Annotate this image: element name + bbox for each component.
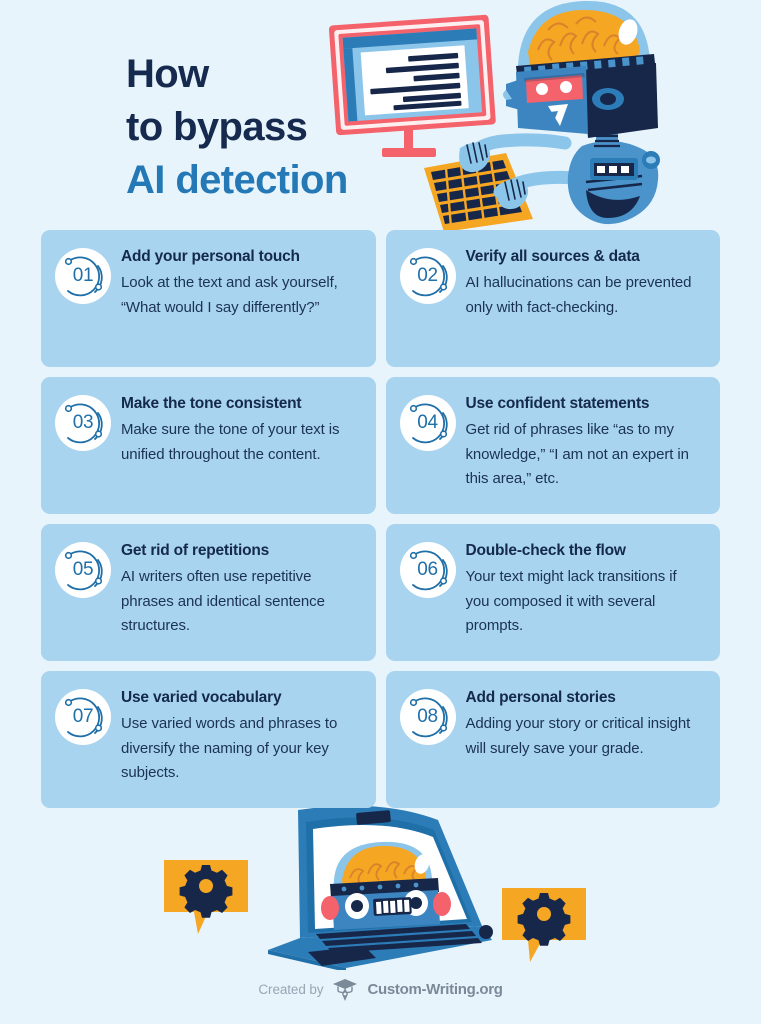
badge-number-text: 02 xyxy=(417,265,438,286)
number-badge-02: 02 xyxy=(399,248,456,304)
badge-number-text: 06 xyxy=(417,559,438,580)
tip-card-text: Use varied vocabulary Use varied words a… xyxy=(121,687,360,785)
tip-card-text: Make the tone consistent Make sure the t… xyxy=(121,393,360,467)
robot-head-with-brain-icon xyxy=(503,0,658,138)
graduation-cap-pen-icon xyxy=(332,976,358,1002)
robot-face-on-screen-icon xyxy=(321,841,451,930)
laptop-icon xyxy=(268,805,493,972)
footer-illustration xyxy=(150,800,610,972)
badge-number-text: 04 xyxy=(417,412,438,433)
tip-card-text: Double-check the flow Your text might la… xyxy=(466,540,705,638)
tip-card-text: Verify all sources & data AI hallucinati… xyxy=(466,246,705,320)
tip-card-body: Use varied words and phrases to diversif… xyxy=(121,715,338,781)
orbit-ring-icon xyxy=(409,697,448,738)
robot-typing-at-monitor-icon xyxy=(328,0,660,232)
tips-card-grid: 01 Add your personal touch Look at the t… xyxy=(41,230,720,808)
tip-card-body: Look at the text and ask yourself, “What… xyxy=(121,274,338,316)
desktop-monitor-icon xyxy=(328,14,496,157)
robot-torso-icon xyxy=(567,132,660,225)
brand-name: Custom-Writing.org xyxy=(367,980,503,998)
orbit-ring-icon xyxy=(409,403,448,444)
orbit-ring-icon xyxy=(409,256,448,297)
tip-card-text: Use confident statements Get rid of phra… xyxy=(466,393,705,491)
title-line-1: How xyxy=(126,52,209,96)
orbit-ring-icon xyxy=(64,550,103,591)
tip-card-body: Your text might lack transitions if you … xyxy=(465,568,677,634)
tip-card-03[interactable]: 03 Make the tone consistent Make sure th… xyxy=(41,377,376,514)
graduation-cap-pen-glyph xyxy=(333,979,358,1001)
badge-number-text: 08 xyxy=(417,706,438,727)
title-line-2: to bypass xyxy=(126,104,308,149)
tip-card-08[interactable]: 08 Add personal stories Adding your stor… xyxy=(385,671,720,808)
robot-hands-icon xyxy=(459,133,601,210)
number-badge-03: 03 xyxy=(55,395,111,451)
created-by-label: Created by xyxy=(258,981,324,997)
tip-card-07[interactable]: 07 Use varied vocabulary Use varied word… xyxy=(41,671,376,808)
number-badge-06: 06 xyxy=(399,542,456,598)
badge-number-text: 01 xyxy=(72,265,94,286)
tip-card-title: Get rid of repetitions xyxy=(121,542,270,559)
page-title: How to bypass AI detection xyxy=(126,48,348,206)
orbit-ring-icon xyxy=(64,403,103,444)
badge-number-text: 07 xyxy=(72,706,94,727)
tip-card-04[interactable]: 04 Use confident statements Get rid of p… xyxy=(385,377,720,514)
badge-number-text: 05 xyxy=(72,559,94,580)
tip-card-02[interactable]: 02 Verify all sources & data AI hallucin… xyxy=(385,230,720,367)
tip-card-title: Add your personal touch xyxy=(121,248,300,265)
number-badge-08: 08 xyxy=(399,689,456,745)
tip-card-title: Use confident statements xyxy=(465,395,650,412)
tip-card-text: Add personal stories Adding your story o… xyxy=(466,687,705,761)
tip-card-title: Add personal stories xyxy=(465,689,616,706)
tip-card-body: Adding your story or critical insight wi… xyxy=(465,715,691,757)
number-badge-01: 01 xyxy=(55,248,111,304)
gear-speech-bubble-right-icon xyxy=(502,888,586,962)
badge-number-text: 03 xyxy=(72,412,94,433)
gear-speech-bubble-left-icon xyxy=(164,860,248,934)
tip-card-title: Double-check the flow xyxy=(465,542,626,559)
tip-card-text: Add your personal touch Look at the text… xyxy=(121,246,360,320)
tip-card-05[interactable]: 05 Get rid of repetitions AI writers oft… xyxy=(41,524,376,661)
tip-card-body: Make sure the tone of your text is unifi… xyxy=(121,421,340,463)
footer-credit: Created by Custom-Writing.org xyxy=(0,976,761,1002)
header: How to bypass AI detection xyxy=(0,0,761,232)
laptop-with-robot-face-icon xyxy=(164,805,586,972)
number-badge-07: 07 xyxy=(55,689,111,745)
number-badge-04: 04 xyxy=(399,395,456,451)
orbit-ring-icon xyxy=(409,550,448,591)
tip-card-06[interactable]: 06 Double-check the flow Your text might… xyxy=(385,524,720,661)
tip-card-body: AI hallucinations can be prevented only … xyxy=(465,274,692,316)
tip-card-text: Get rid of repetitions AI writers often … xyxy=(121,540,360,638)
orbit-ring-icon xyxy=(64,697,103,738)
tip-card-title: Make the tone consistent xyxy=(121,395,302,412)
hero-illustration xyxy=(320,0,761,232)
tip-card-title: Use varied vocabulary xyxy=(121,689,282,706)
tip-card-body: Get rid of phrases like “as to my knowle… xyxy=(465,421,689,487)
number-badge-05: 05 xyxy=(55,542,111,598)
orbit-ring-icon xyxy=(64,256,103,297)
tip-card-01[interactable]: 01 Add your personal touch Look at the t… xyxy=(41,230,376,367)
title-line-3: AI detection xyxy=(126,157,348,202)
tip-card-body: AI writers often use repetitive phrases … xyxy=(121,568,325,634)
tip-card-title: Verify all sources & data xyxy=(465,248,640,265)
